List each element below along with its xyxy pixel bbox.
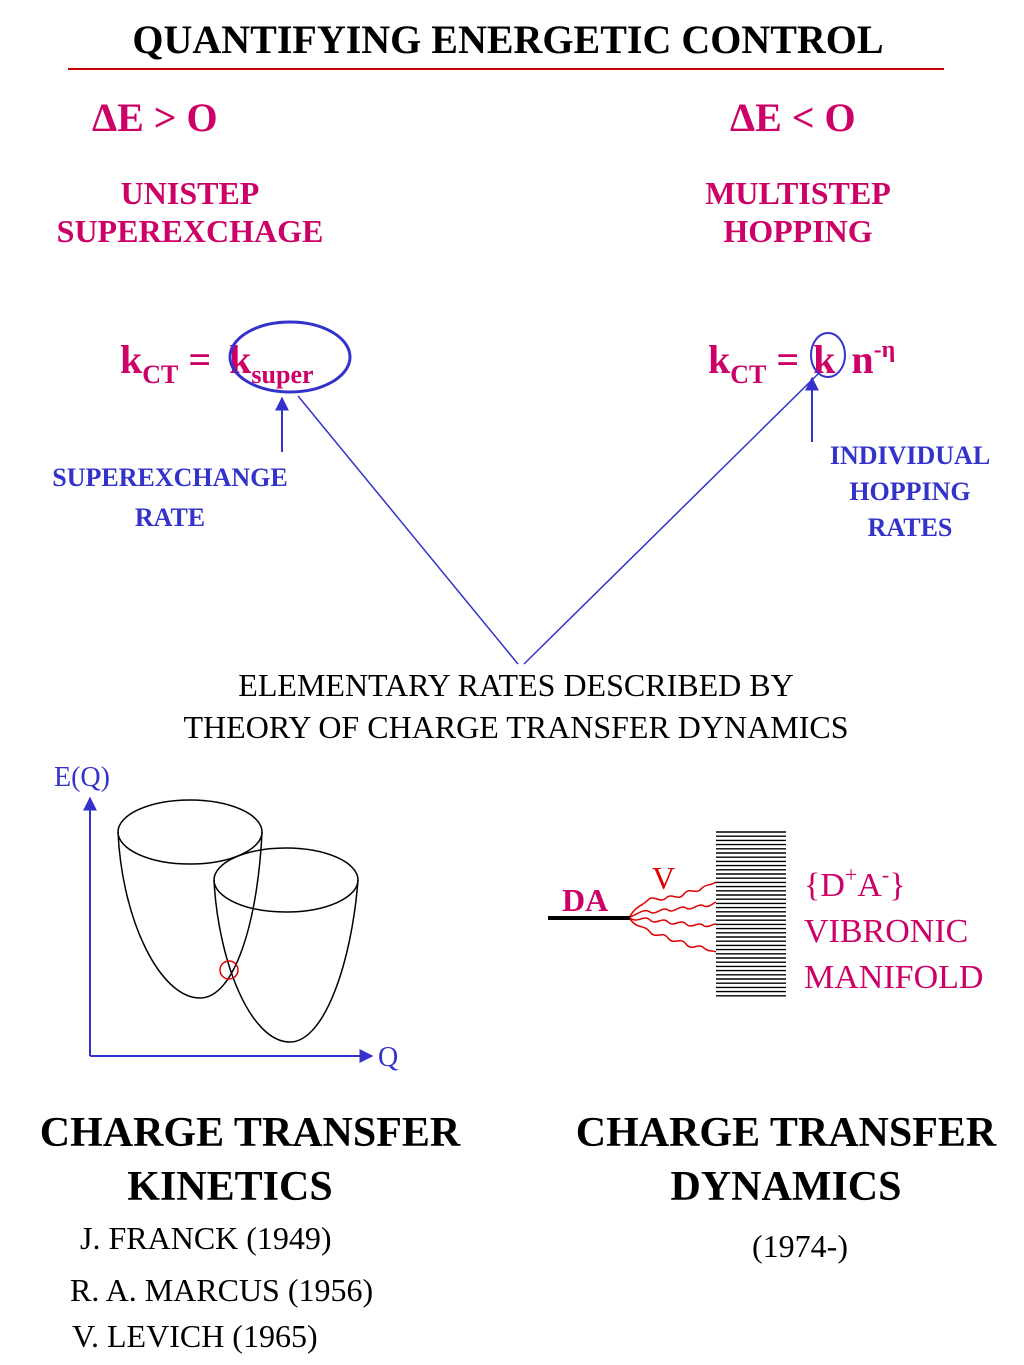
kinetics-ref-levich: V. LEVICH (1965) [72,1318,318,1354]
center-statement: ELEMENTARY RATES DESCRIBED BY THEORY OF … [184,664,849,748]
annotation-right-line3: RATES [867,513,953,542]
condition-left: ΔE > O [92,95,218,140]
annotation-left-line2: RATE [134,503,206,532]
dynamics-ref-years: (1974-) [752,1228,848,1264]
vibronic-manifold-label: {D+A-} VIBRONIC MANIFOLD [804,852,983,1001]
dynamics-heading: CHARGE TRANSFER DYNAMICS [576,1106,996,1214]
coupling-waves [629,881,717,953]
annotation-left-line1: SUPEREXCHANGE [52,463,288,492]
kinetics-heading-line1: CHARGE TRANSFER [39,1110,461,1156]
center-line2: THEORY OF CHARGE TRANSFER DYNAMICS [183,709,849,745]
da-label: DA [562,882,609,918]
annotation-right-line1: INDIVIDUAL [829,441,991,470]
x-axis-label: Q [378,1042,399,1073]
condition-right: ΔE < O [730,95,856,140]
crossing-point-marker [219,960,239,980]
kinetics-heading-line2: KINETICS [127,1164,333,1210]
kinetics-ref-marcus: R. A. MARCUS (1956) [70,1272,374,1308]
potential-well-left [117,799,263,999]
formula-super-subscript: super [251,360,314,389]
connector-left-line [297,395,519,665]
kinetics-heading: CHARGE TRANSFER KINETICS [40,1106,460,1214]
ksuper-highlight-ellipse [228,320,352,394]
formula-k: k [120,337,143,382]
manifold-label-line2: VIBRONIC [804,913,969,950]
mechanism-right-line1: MULTISTEP [705,175,891,211]
coupling-v-label: V [652,860,676,896]
formula-ct-subscript: CT [730,360,767,389]
formula-equals: = [188,337,212,382]
manifold-label-line3: MANIFOLD [804,959,984,996]
mechanism-right-line2: HOPPING [723,213,873,249]
mechanism-left-line2: SUPEREXCHAGE [56,213,324,249]
mechanism-right: MULTISTEP HOPPING [705,174,891,250]
y-axis-label: E(Q) [54,762,110,793]
dynamics-heading-line2: DYNAMICS [670,1164,902,1210]
formula-hopping: kCT = k n-η [708,336,895,390]
annotation-right-line2: HOPPING [849,477,971,506]
formula-equals: = [776,337,800,382]
formula-n: n [851,337,874,382]
manifold-label-line1: {D+A-} [804,862,906,904]
annotation-hopping-rates: INDIVIDUAL HOPPING RATES [830,438,990,546]
khop-highlight-circle [810,332,846,378]
mechanism-left: UNISTEP SUPEREXCHAGE [57,174,324,250]
formula-eta-exponent: -η [873,337,896,363]
page-title: QUANTIFYING ENERGETIC CONTROL [132,17,884,62]
formula-superexchange: kCT = ksuper [120,336,314,390]
formula-k: k [708,337,731,382]
dynamics-heading-line1: CHARGE TRANSFER [575,1110,997,1156]
potential-well-right [213,847,359,1043]
connector-right-line [523,373,819,665]
formula-k-hop: k [813,337,836,382]
center-line1: ELEMENTARY RATES DESCRIBED BY [238,667,794,703]
vibronic-manifold-levels [716,831,786,997]
annotation-superexchange-rate: SUPEREXCHANGE RATE [52,462,287,534]
kinetics-ref-franck: J. FRANCK (1949) [80,1220,332,1256]
mechanism-left-line1: UNISTEP [120,175,260,211]
formula-ct-subscript: CT [142,360,179,389]
